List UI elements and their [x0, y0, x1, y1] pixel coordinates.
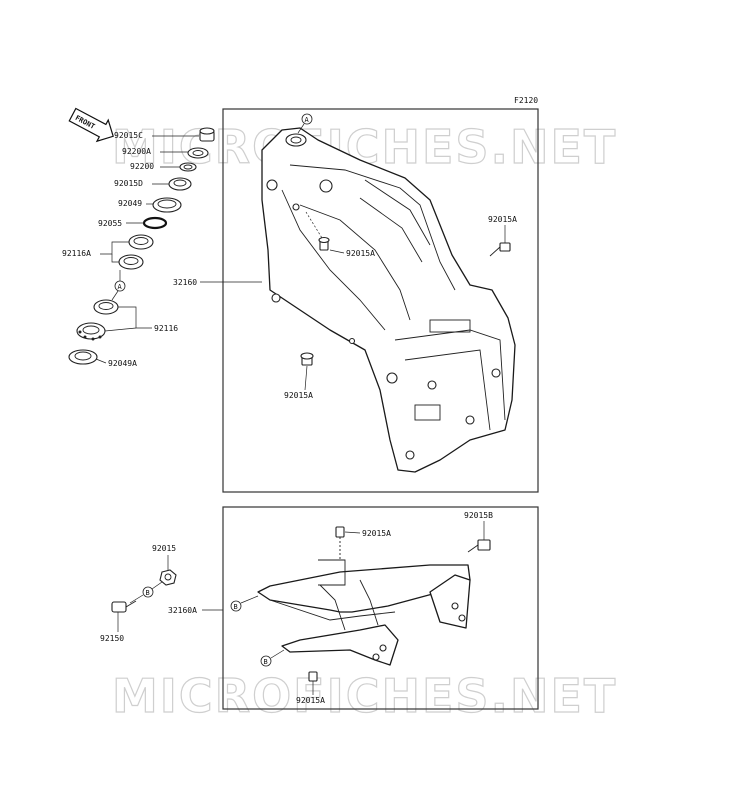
- label-92049A: 92049A: [108, 359, 137, 368]
- bolt-top-92015A: [335, 526, 345, 560]
- stem-nut-92015C: [199, 127, 215, 142]
- label-92015A-sub-top: 92015A: [362, 529, 391, 538]
- nut-92015: [159, 569, 177, 586]
- callout-b-upper: [230, 600, 242, 612]
- bearing-92116-lower: [76, 322, 106, 341]
- bolt-upper-92015A: [318, 236, 330, 251]
- label-92015C: 92015C: [114, 131, 143, 140]
- bolt-lower-92015A: [300, 352, 314, 366]
- steering-parts-group: 92015C 92200A 92200 92015D 92049 92055 9…: [62, 127, 215, 368]
- sub-frame-box: [222, 506, 539, 710]
- washer-92200A: [187, 147, 209, 159]
- bolt-92015B: [467, 539, 491, 553]
- label-92116: 92116: [154, 324, 178, 333]
- bearing-92116A-upper: [128, 234, 154, 250]
- label-92200A: 92200A: [122, 147, 151, 156]
- label-32160: 32160: [173, 278, 197, 287]
- callout-a-frame: [301, 113, 313, 125]
- watermark-bottom: MICROFICHES.NET: [112, 669, 617, 723]
- callout-a-frame-label: A: [305, 116, 310, 124]
- callout-b-upper-label: B: [234, 603, 238, 611]
- bolt-92150: [111, 600, 137, 613]
- seal-92049: [152, 197, 182, 213]
- label-92116A: 92116A: [62, 249, 91, 258]
- front-arrow-icon: FRONT: [68, 107, 114, 143]
- callout-a-left-label: A: [118, 283, 123, 291]
- label-92150: 92150: [100, 634, 124, 643]
- label-92015D: 92015D: [114, 179, 143, 188]
- label-92015A-sub-bottom: 92015A: [296, 696, 325, 705]
- figure-code: F2120: [514, 96, 538, 105]
- label-92055: 92055: [98, 219, 122, 228]
- label-92049: 92049: [118, 199, 142, 208]
- label-92015A-right: 92015A: [488, 215, 517, 224]
- label-92015B: 92015B: [464, 511, 493, 520]
- callout-b-left-label: B: [146, 589, 150, 597]
- label-92200: 92200: [130, 162, 154, 171]
- callout-b-lower-label: B: [264, 658, 268, 666]
- label-92015A-lower: 92015A: [284, 391, 313, 400]
- bearing-92116-upper: [93, 299, 119, 315]
- o-ring-92055: [142, 216, 168, 230]
- bolt-bottom-92015A: [308, 671, 318, 682]
- seal-92049A: [68, 349, 98, 365]
- label-92015: 92015: [152, 544, 176, 553]
- main-frame-drawing: [261, 127, 516, 473]
- callout-b-lower: [260, 655, 272, 667]
- sub-frame-drawing: [257, 559, 471, 666]
- main-frame-box: [222, 108, 539, 493]
- bearing-92116A-lower: [118, 254, 144, 270]
- bolt-right-92015A: [489, 242, 511, 257]
- locknut-92015D: [168, 177, 192, 191]
- label-32160A: 32160A: [168, 606, 197, 615]
- washer-92200: [179, 162, 197, 172]
- callout-b-left: [142, 586, 154, 598]
- label-92015A-upper: 92015A: [346, 249, 375, 258]
